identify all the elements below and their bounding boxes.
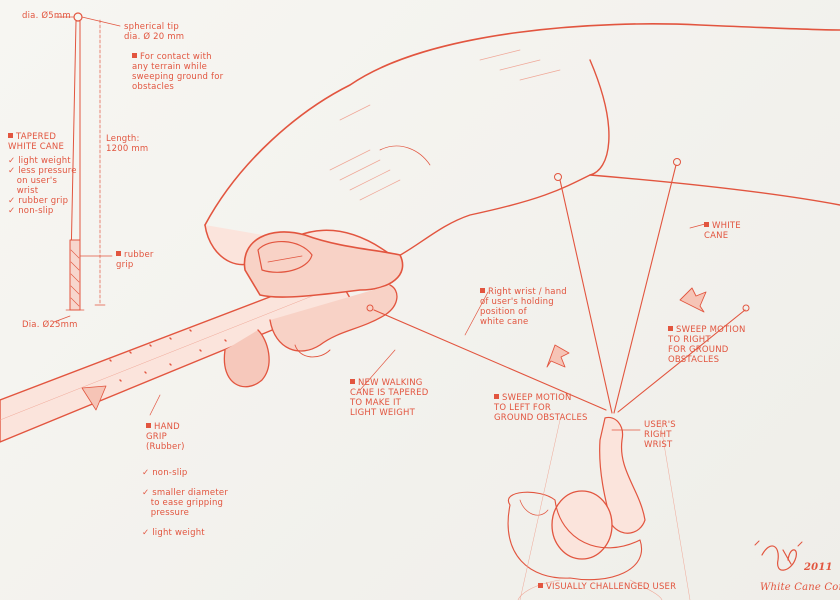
label-users-right-wrist: USER'S RIGHT WRIST [644,420,676,451]
label-white-cane: WHITE CANE [704,221,741,242]
label-sweep-right: SWEEP MOTION TO RIGHT FOR GROUND OBSTACL… [668,325,746,366]
tapered-cane-diagram [53,12,121,323]
label-bottom-diameter: Dia. Ø25mm [22,320,78,330]
sweep-motion-diagram [149,158,750,600]
label-concept-title: White Cane Concept [760,582,840,593]
label-spherical-tip: spherical tip dia. Ø 20 mm [124,22,185,43]
signature-mark [754,540,803,571]
label-sweep-left: SWEEP MOTION TO LEFT FOR GROUND OBSTACLE… [494,393,588,424]
label-terrain-contact: For contact with any terrain while sweep… [132,52,224,93]
label-visually-challenged-user: VISUALLY CHALLENGED USER [538,582,676,592]
label-year: 2011 [804,562,833,573]
label-hand-grip-features: ✓ non-slip ✓ smaller diameter to ease gr… [142,468,229,539]
label-length: Length: 1200 mm [106,134,149,155]
label-tapered-features: ✓ light weight ✓ less pressure on user's… [8,156,77,217]
label-hand-grip: HAND GRIP (Rubber) [146,422,185,453]
label-new-cane: NEW WALKING CANE IS TAPERED TO MAKE IT L… [350,378,429,419]
label-tip-diameter: dia. Ø5mm [22,11,71,21]
label-rubber-grip: rubber grip [116,250,154,271]
label-right-wrist-hand: Right wrist / hand of user's holding pos… [480,287,567,328]
hand-illustration [0,23,840,443]
label-tapered-cane: TAPERED WHITE CANE [8,132,65,153]
